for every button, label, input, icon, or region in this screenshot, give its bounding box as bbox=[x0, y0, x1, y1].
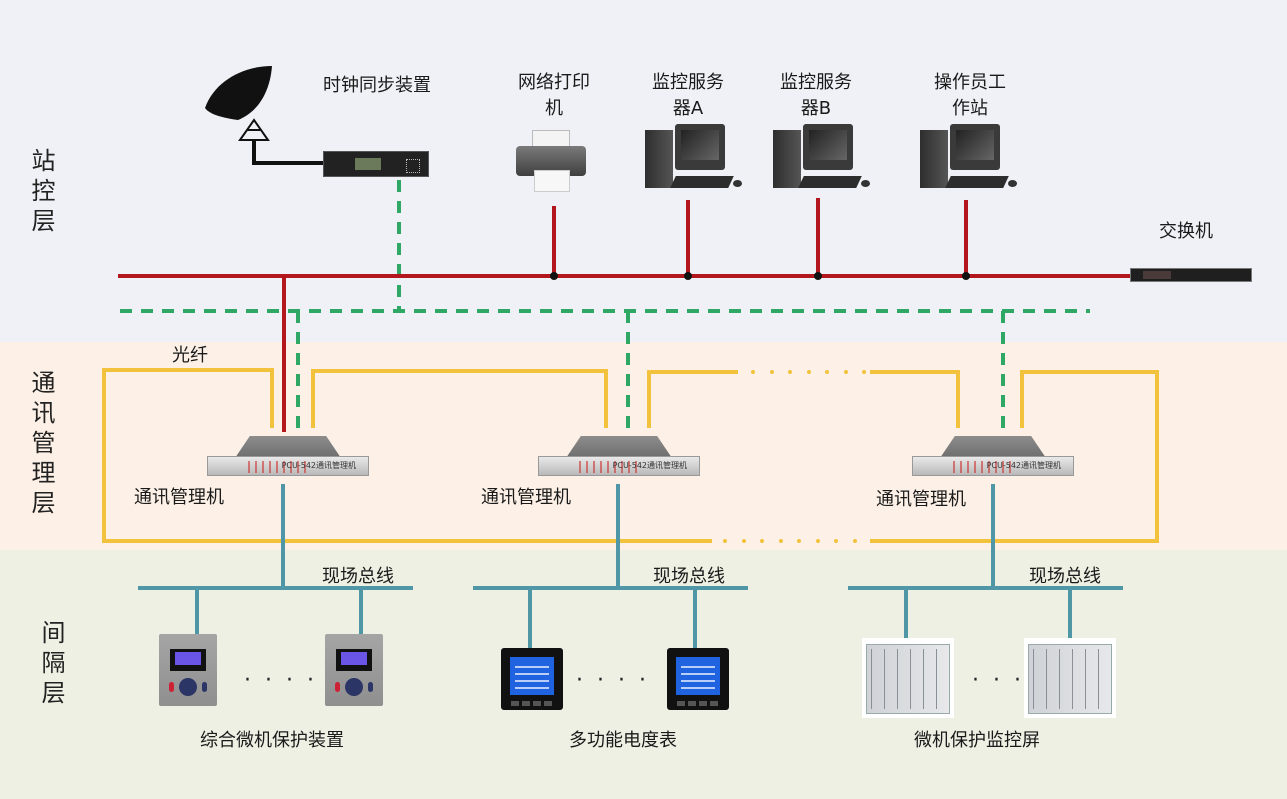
fieldbus-label-2: 现场总线 bbox=[653, 566, 725, 587]
fiber-loop-2 bbox=[647, 370, 738, 428]
operator-station-label: 操作员工作站 bbox=[934, 72, 1006, 119]
clock-sync-label: 时钟同步装置 bbox=[323, 75, 431, 96]
power-meter-icon bbox=[501, 648, 563, 710]
comm-manager-3-label: 通讯管理机 bbox=[876, 489, 966, 510]
protection-device-label: 综合微机保护装置 bbox=[200, 730, 344, 751]
fieldbus-label-3: 现场总线 bbox=[1029, 566, 1101, 587]
satellite-antenna-icon bbox=[205, 66, 272, 141]
layer-bay-text: 间隔层 bbox=[37, 620, 65, 710]
comm-manager-2-label: 通讯管理机 bbox=[481, 487, 571, 508]
layer-label-comm: 通讯管理层 bbox=[23, 370, 55, 530]
comm-manager-model: PCU-542通讯管理机 bbox=[986, 461, 1061, 470]
clock-sync-device bbox=[323, 151, 429, 177]
fiber-loop-3 bbox=[870, 370, 960, 428]
switch-device bbox=[1130, 268, 1252, 282]
operator-computer-icon bbox=[920, 124, 1018, 196]
dashed-network bbox=[120, 180, 1090, 430]
layer-label-station: 站控层 bbox=[23, 148, 55, 248]
printer-label: 网络打印机 bbox=[518, 72, 590, 119]
fiber-gap-dots bbox=[723, 370, 866, 543]
comm-manager-1: PCU-542通讯管理机 bbox=[207, 436, 369, 476]
bus-junctions bbox=[550, 272, 970, 280]
comm-manager-model: PCU-542通讯管理机 bbox=[281, 461, 356, 470]
power-meter-label: 多功能电度表 bbox=[569, 730, 677, 751]
station-layer-band bbox=[0, 0, 1287, 342]
antenna-cable bbox=[252, 140, 324, 165]
protection-panel-icon bbox=[1024, 638, 1116, 718]
switch-label: 交换机 bbox=[1159, 221, 1213, 242]
fieldbus-lines bbox=[138, 484, 1123, 650]
protection-panel-label: 微机保护监控屏 bbox=[914, 730, 1040, 751]
server-a-computer-icon bbox=[645, 124, 743, 196]
fieldbus-label-1: 现场总线 bbox=[322, 566, 394, 587]
fiber-label: 光纤 bbox=[172, 345, 208, 366]
fiber-loop-left bbox=[102, 368, 485, 543]
server-b-label: 监控服务器B bbox=[780, 72, 852, 119]
server-a-label: 监控服务器A bbox=[652, 72, 724, 119]
ellipsis-1: ···· bbox=[244, 668, 328, 693]
layer-station-text: 站控层 bbox=[27, 148, 55, 238]
protection-device-icon bbox=[159, 634, 217, 706]
comm-manager-model: PCU-542通讯管理机 bbox=[612, 461, 687, 470]
fiber-loop-1 bbox=[311, 369, 608, 428]
layer-comm-text: 通讯管理层 bbox=[27, 370, 55, 520]
power-meter-icon bbox=[667, 648, 729, 710]
protection-device-icon bbox=[325, 634, 383, 706]
protection-panel-icon bbox=[862, 638, 954, 718]
comm-manager-3: PCU-542通讯管理机 bbox=[912, 436, 1074, 476]
fiber-loop-right bbox=[870, 370, 1159, 543]
comm-manager-2: PCU-542通讯管理机 bbox=[538, 436, 700, 476]
layer-label-bay: 间隔层 bbox=[33, 620, 65, 720]
comm-manager-1-label: 通讯管理机 bbox=[134, 487, 224, 508]
fiber-ring bbox=[102, 368, 1159, 543]
server-b-computer-icon bbox=[773, 124, 871, 196]
printer-icon bbox=[516, 130, 586, 192]
ellipsis-2: ···· bbox=[576, 668, 660, 693]
